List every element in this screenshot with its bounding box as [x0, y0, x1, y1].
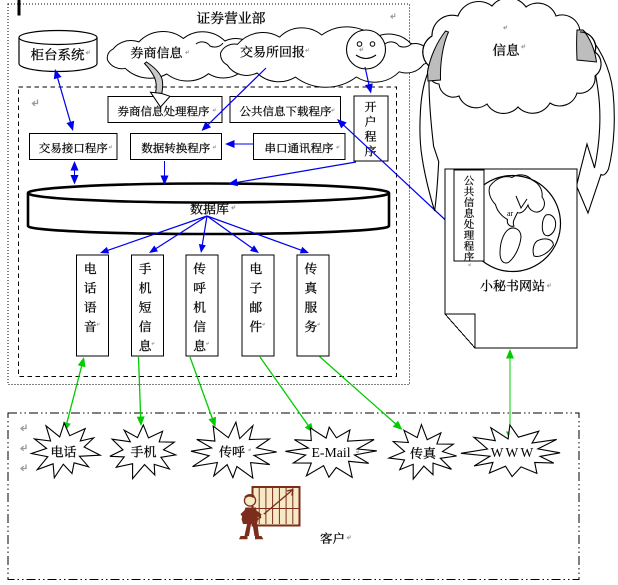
svg-text:ar: ar	[507, 209, 514, 218]
svg-text:E-Mail: E-Mail	[311, 445, 350, 460]
svg-text:WWW: WWW	[491, 445, 536, 460]
